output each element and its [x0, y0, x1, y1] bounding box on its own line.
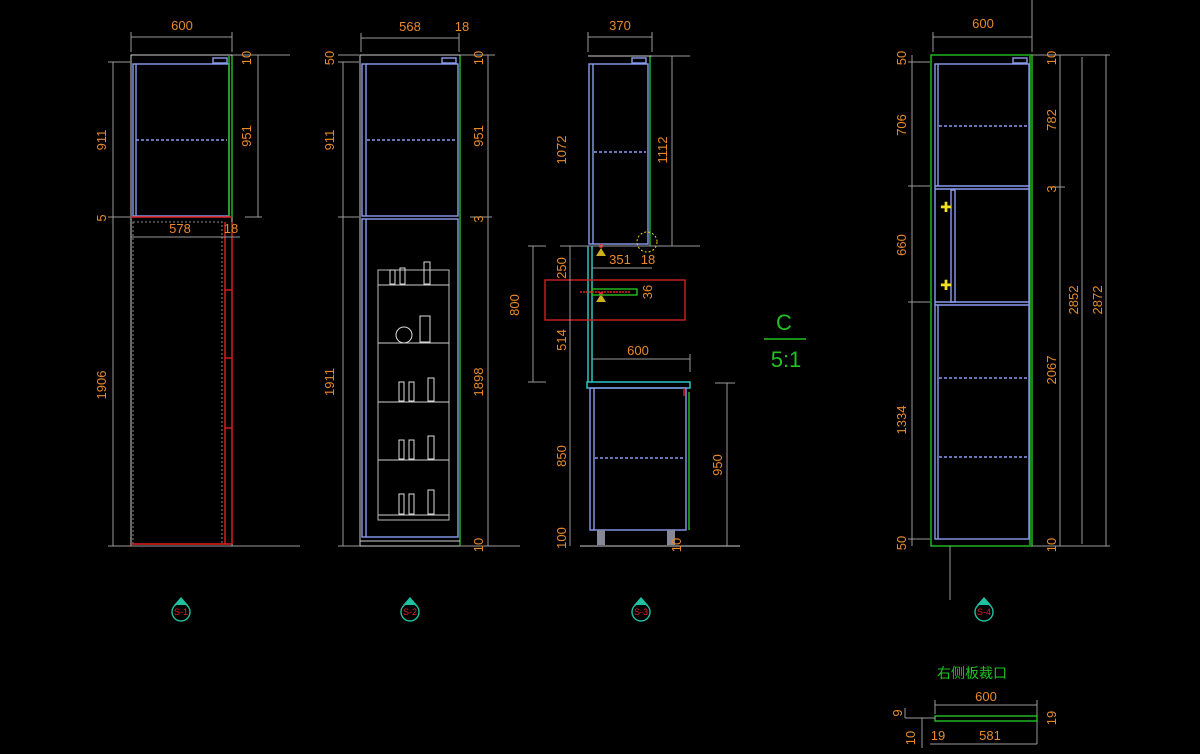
svg-text:S-4: S-4 — [977, 607, 991, 617]
hinge-icon: ✚ — [940, 201, 952, 216]
dim-706: 706 — [894, 114, 909, 136]
dim-bottom: 50 — [894, 536, 909, 550]
section-tag-s3[interactable]: S-3 — [631, 597, 651, 622]
dim-lower-height: 850 — [554, 445, 569, 467]
dim-top: 50 — [322, 51, 337, 65]
dim-door-upper: 951 — [471, 125, 486, 147]
dim-inner-width: 578 — [169, 221, 191, 236]
dim-bottom-gap: 10 — [669, 538, 684, 552]
detail-letter: C — [776, 310, 792, 335]
dim-782: 782 — [1044, 109, 1059, 131]
detail-scale: 5:1 — [771, 347, 802, 372]
section-s3: 370 1072 1112 351 18 800 250 514 36 600 — [507, 18, 806, 552]
dim-800: 800 — [507, 294, 522, 316]
dim-top-gap: 10 — [1044, 51, 1059, 65]
dim-cutout-remaining: 581 — [979, 728, 1001, 743]
svg-text:S-2: S-2 — [403, 607, 417, 617]
dim-side: 18 — [641, 252, 655, 267]
dim-2067: 2067 — [1044, 356, 1059, 385]
dim-cutout-thickness: 19 — [1044, 711, 1059, 725]
elevation-s2: 568 18 50 911 1911 10 951 3 — [322, 19, 520, 552]
dim-top-gap: 10 — [471, 51, 486, 65]
dim-top: 50 — [894, 51, 909, 65]
dim-thickness: 36 — [640, 285, 655, 299]
dim-cutout-depth: 9 — [890, 709, 905, 716]
dim-660: 660 — [894, 234, 909, 256]
dim-gap: 3 — [471, 215, 486, 222]
dim-door-upper: 1112 — [655, 137, 670, 164]
dim-bottom-gap: 10 — [471, 538, 486, 552]
dim-door-lower: 1898 — [471, 368, 486, 397]
section-tag-s1[interactable]: S-1 — [171, 597, 191, 622]
dim-plinth: 100 — [554, 527, 569, 549]
dim-cutout-rebate: 19 — [931, 728, 945, 743]
dim-width: 600 — [972, 16, 994, 31]
dim-upper-height: 911 — [322, 130, 337, 151]
dim-2872: 2872 — [1090, 286, 1105, 315]
dim-lower-height: 1906 — [94, 371, 109, 400]
dim-counter-depth: 600 — [627, 343, 649, 358]
section-tag-s2[interactable]: S-2 — [400, 597, 420, 622]
section-tag-s4[interactable]: S-4 — [974, 597, 994, 622]
detail-c-highlight — [544, 279, 686, 321]
bottles-icon — [389, 261, 435, 515]
dim-cutout-offset: 10 — [903, 731, 918, 745]
dim-514: 514 — [554, 329, 569, 351]
elevation-s4: 600 ✚ ✚ 50 706 660 1334 50 10 782 3 2067… — [894, 0, 1110, 600]
dim-top-gap: 10 — [239, 51, 254, 65]
hinge-icon: ✚ — [940, 279, 952, 294]
dim-cutout-width: 600 — [975, 689, 997, 704]
side-panel-cutout-detail: 右侧板裁口 600 9 19 10 19 581 — [890, 665, 1059, 748]
dim-gap: 3 — [1044, 185, 1059, 192]
wine-rack — [377, 261, 450, 521]
dim-upper-height: 1072 — [554, 136, 569, 165]
dim-lower-height: 1911 — [322, 368, 337, 396]
anchor-icon — [596, 292, 606, 302]
dim-bottom-gap: 10 — [1044, 538, 1059, 552]
dim-gap: 5 — [94, 214, 109, 221]
dim-width: 370 — [609, 18, 631, 33]
dim-depth-upper: 351 — [609, 252, 631, 267]
dim-door-lower: 950 — [710, 454, 725, 476]
dim-width: 568 — [399, 19, 421, 34]
dim-door-upper: 951 — [239, 125, 254, 147]
dim-2852: 2852 — [1066, 286, 1081, 315]
dim-width: 600 — [171, 18, 193, 33]
dim-upper-height: 911 — [94, 130, 109, 151]
dim-250: 250 — [554, 257, 569, 279]
svg-text:S-3: S-3 — [634, 607, 648, 617]
elevation-s1: 600 911 5 1906 10 951 578 18 — [94, 18, 300, 547]
svg-text:S-1: S-1 — [174, 607, 188, 617]
detail-callout-c: C 5:1 — [764, 310, 806, 372]
dim-1334: 1334 — [894, 406, 909, 435]
cutout-title: 右侧板裁口 — [937, 665, 1007, 681]
dim-side: 18 — [224, 221, 238, 236]
dim-side: 18 — [455, 19, 469, 34]
